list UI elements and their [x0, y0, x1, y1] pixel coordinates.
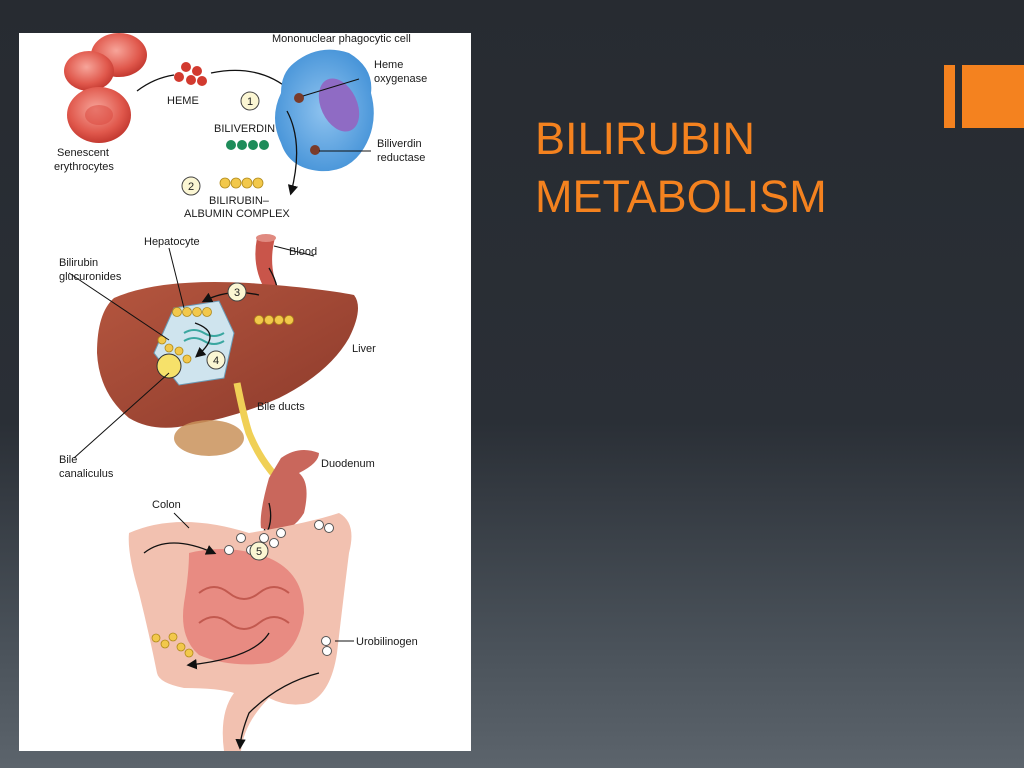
- label-biliverdin: BILIVERDIN: [214, 123, 275, 135]
- label-senescent-2: erythrocytes: [54, 161, 114, 173]
- label-bilirubin-glucuronides-1: Bilirubin: [59, 257, 98, 269]
- bilirubin-metabolism-diagram: 1 2 3 4 5 Mononuclear phagocytic cell He…: [19, 33, 471, 751]
- label-bile-ducts: Bile ducts: [257, 401, 305, 413]
- label-bile-canaliculus-1: Bile: [59, 454, 77, 466]
- accent-bar-thin: [944, 65, 955, 128]
- step-1: 1: [247, 96, 253, 108]
- step-4: 4: [213, 355, 219, 367]
- label-bilirubin-glucuronides-2: glucuronides: [59, 271, 122, 283]
- diagram-svg: 1 2 3 4 5 Mononuclear phagocytic cell He…: [54, 33, 427, 751]
- title-line-2: METABOLISM: [535, 171, 827, 222]
- label-duodenum: Duodenum: [321, 458, 375, 470]
- label-urobilinogen: Urobilinogen: [356, 636, 418, 648]
- label-biliverdin-reductase-1: Biliverdin: [377, 138, 422, 150]
- biliverdin-molecules: [226, 140, 269, 150]
- step-5: 5: [256, 546, 262, 558]
- step-3: 3: [234, 287, 240, 299]
- erythrocytes-illustration: [64, 33, 147, 143]
- colon-bilirubin: [151, 632, 194, 658]
- step-markers: [181, 91, 269, 561]
- label-blood: Blood: [289, 246, 317, 258]
- label-heme-oxygenase-2: oxygenase: [374, 73, 427, 85]
- label-heme-oxygenase-1: Heme: [374, 59, 403, 71]
- heme-molecules: [174, 62, 207, 86]
- label-bile-canaliculus-2: canaliculus: [59, 468, 114, 480]
- label-mononuclear: Mononuclear phagocytic cell: [272, 33, 411, 45]
- label-biliverdin-reductase-2: reductase: [377, 152, 425, 164]
- accent-bar-wide: [962, 65, 1024, 128]
- label-senescent-1: Senescent: [57, 147, 109, 159]
- intestine-illustration: [128, 513, 352, 751]
- phagocytic-cell-illustration: [275, 49, 374, 172]
- bilirubin-albumin-molecules: [219, 177, 264, 189]
- label-hepatocyte: Hepatocyte: [144, 236, 200, 248]
- label-bilirubin-albumin-2: ALBUMIN COMPLEX: [184, 208, 290, 220]
- hepatocyte-bilirubin: [157, 307, 294, 364]
- label-colon: Colon: [152, 499, 181, 511]
- liver-illustration: [97, 282, 358, 456]
- label-bilirubin-albumin-1: BILIRUBIN–: [209, 195, 270, 207]
- label-heme: HEME: [167, 95, 199, 107]
- slide-title: BILIRUBIN METABOLISM: [535, 110, 955, 226]
- title-line-1: BILIRUBIN: [535, 113, 756, 164]
- label-liver: Liver: [352, 343, 376, 355]
- step-2: 2: [188, 181, 194, 193]
